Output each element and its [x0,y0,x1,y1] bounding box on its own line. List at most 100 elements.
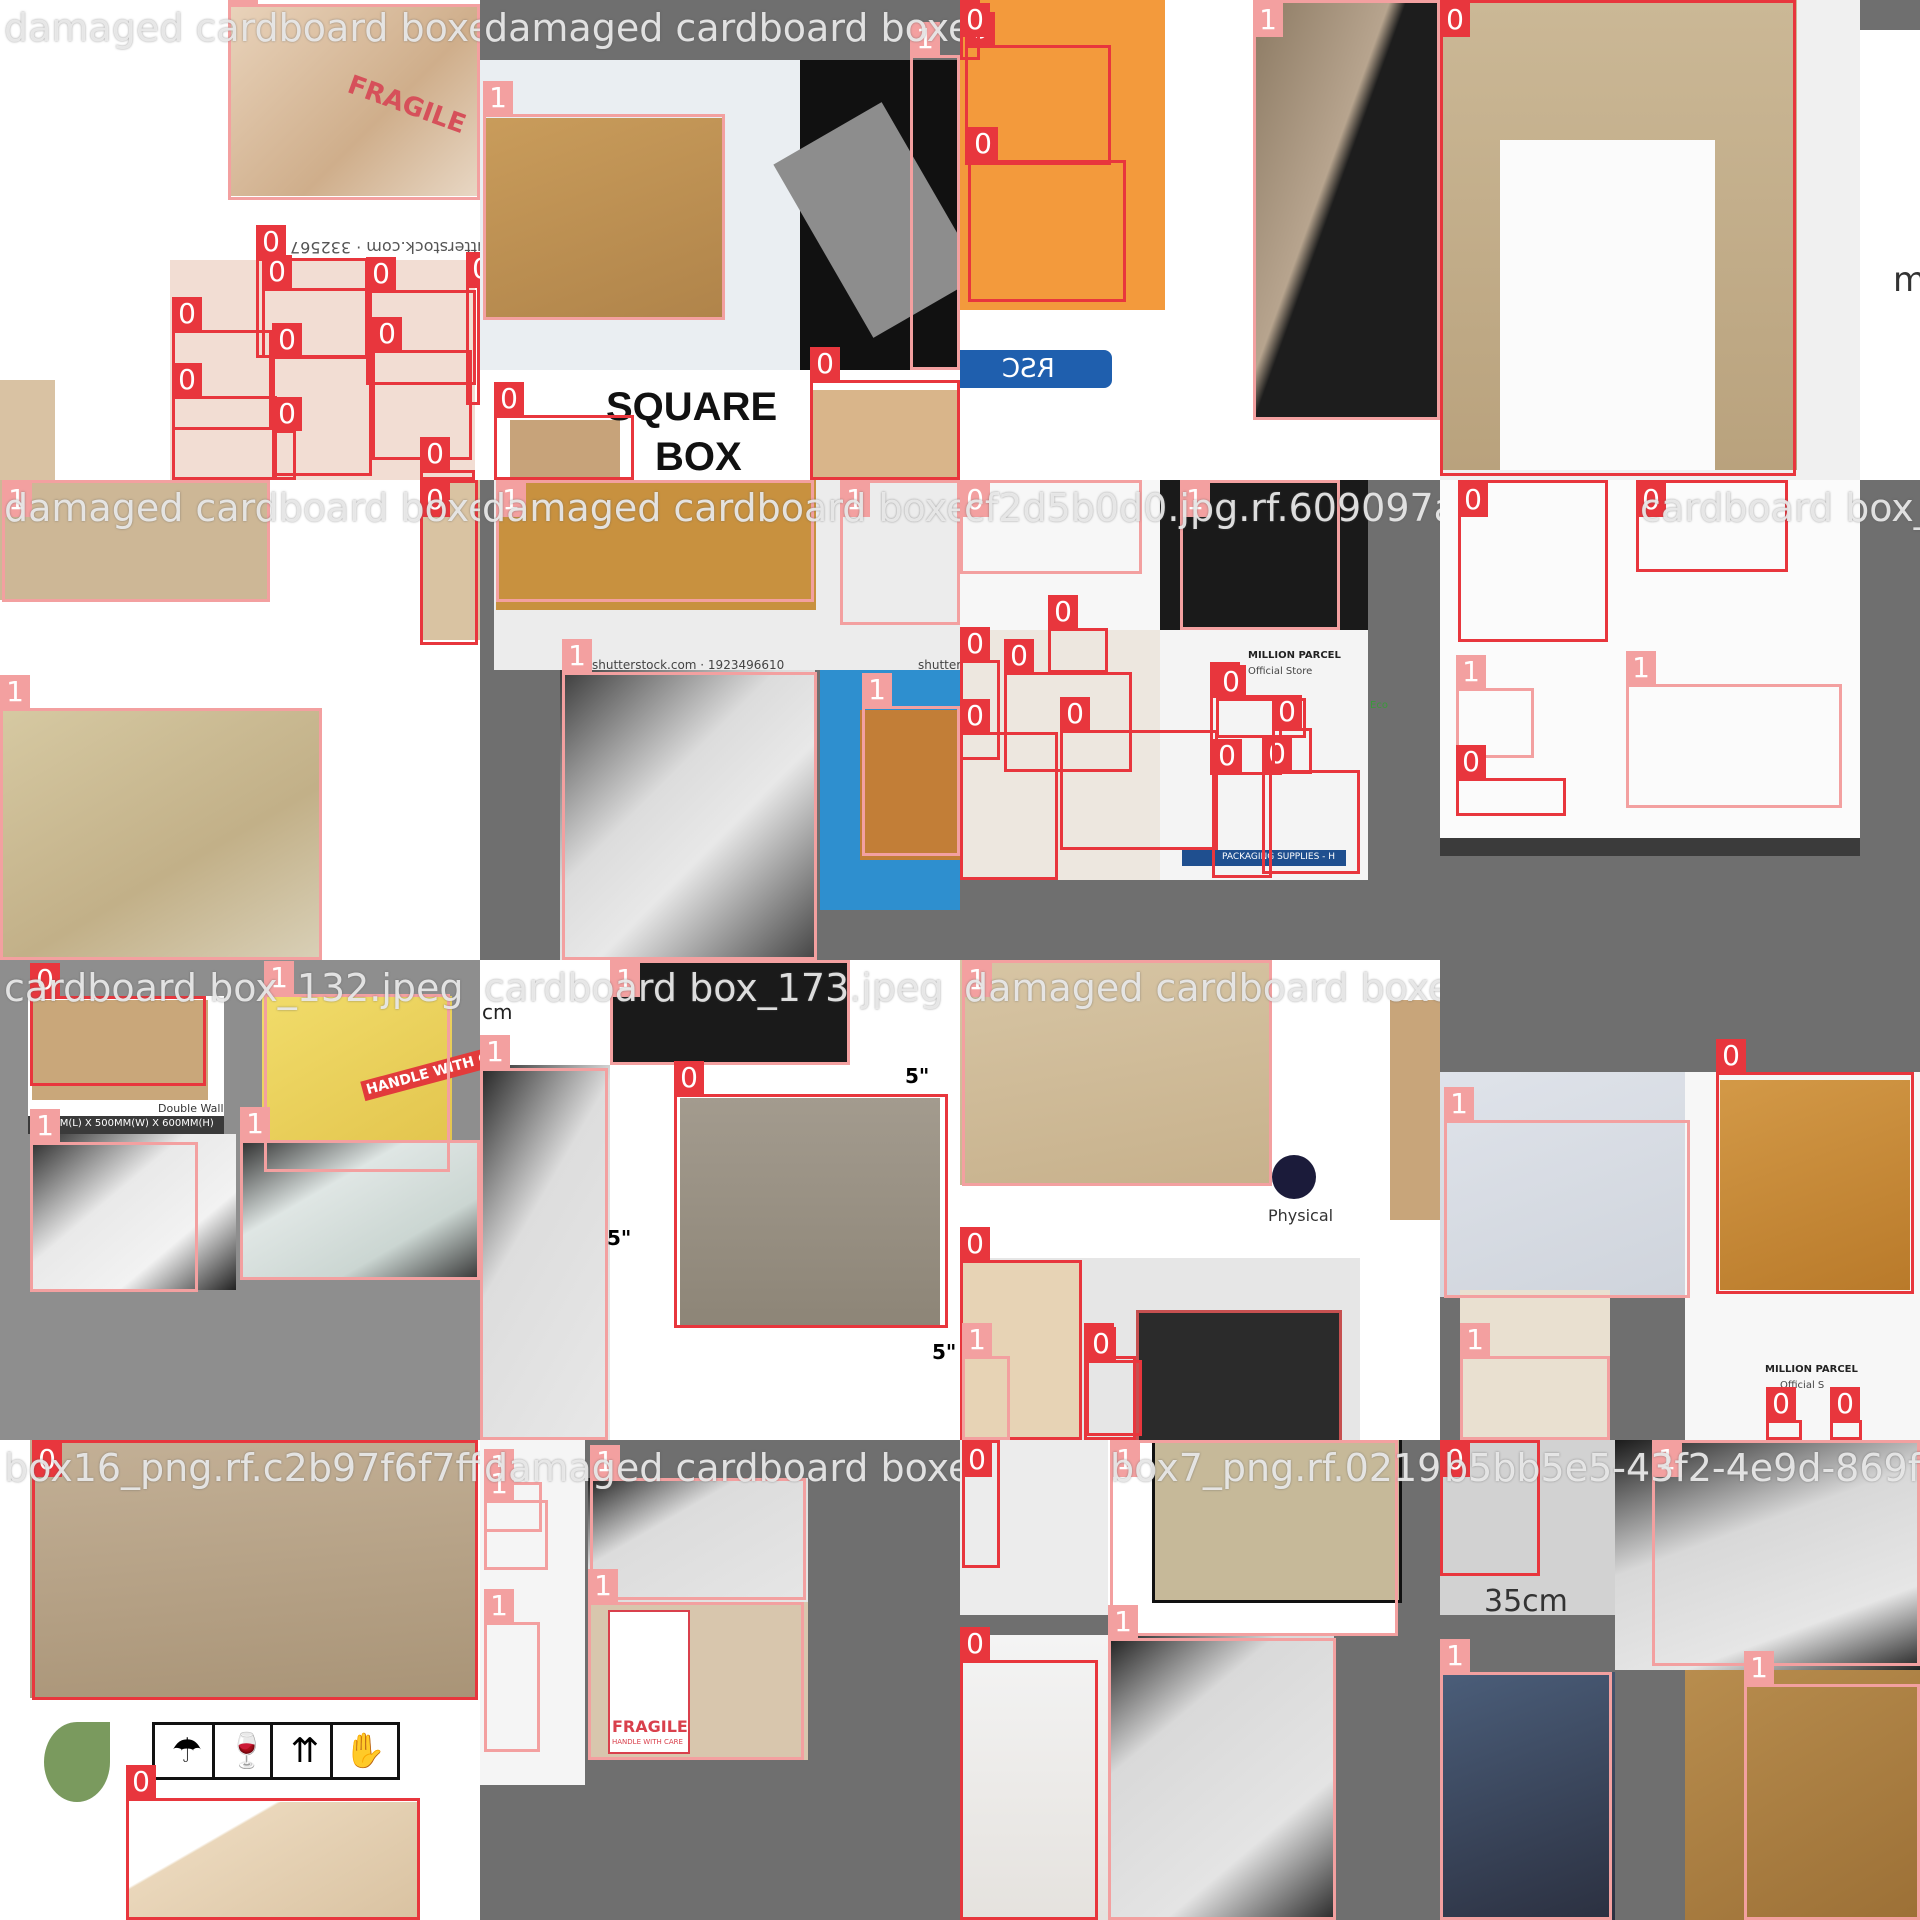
bbox-class-1: 1 [483,81,725,320]
bbox-class-1: 1 [1744,1651,1920,1920]
watermark-text: shutterst [918,658,960,672]
torn-box-photo [30,1134,236,1290]
bbox-class-1: 0 [960,480,1142,574]
grainy-box-photo [1255,0,1440,420]
bbox-class-1: 1 [1444,1087,1690,1298]
leaf-logo [44,1722,110,1802]
bbox-label: 0 [1830,1387,1860,1421]
bbox-label: 1 [480,1035,510,1069]
tile: RSC 0 0 0 1 [960,0,1440,480]
bbox-class-0: 0 [172,363,277,480]
gray-cube [680,1098,940,1326]
bbox-label: 1 [1626,651,1656,685]
c4d-logo [1272,1155,1316,1199]
bbox-class-1: 1 [1253,0,1440,420]
bbox-class-0: 0 [1048,595,1108,673]
barcode-box-photo [1440,1072,1685,1297]
bbox-class-0: 0 [420,437,475,480]
outline-box [1152,1440,1402,1603]
bbox-label: 1 [264,961,294,995]
bbox-class-0: 0 [960,699,1058,880]
official-store-text: Official S [1780,1380,1825,1391]
white-label [1500,140,1715,470]
bbox-label: 0 [1216,665,1246,699]
tile: FRAGILE shutterstock.com · 332567 1 0 0 … [0,0,480,480]
glass-icon: 🍷 [212,1722,282,1780]
bbox-class-1: 1 [228,0,480,200]
bbox-label: 1 [840,483,870,517]
million-parcel-text: MILLION PARCEL [1765,1364,1858,1375]
bbox-label: 0 [32,1443,62,1477]
supplies-text: PACKAGING SUPPLIES - H [1222,852,1336,862]
dim-right: 5" [932,1340,957,1364]
bbox-class-1: 1 [1456,655,1534,758]
bbox-label: 0 [494,382,524,416]
bbox-class-0: 0 [1766,1387,1802,1440]
bbox-class-0: 0 [1262,737,1360,874]
bbox-class-0: 0 [366,257,476,385]
gray-box-photo [588,1478,808,1603]
bbox-class-1: 1 [1108,1605,1336,1920]
dim-top: 5" [905,1064,930,1088]
bbox-class-0: 0 [30,963,206,1086]
bbox-class-0: 0 [1440,1440,1540,1576]
bbox-class-0: 0 [272,397,302,480]
bbox-class-1: 1 [480,1035,608,1440]
bbox-class-0: 0 [126,1765,420,1920]
tile: 35cm 0 1 1 1 b5bb5e5-43f2-4e9d-869f4e265… [1440,1440,1920,1920]
bbox-label: 0 [1636,483,1666,517]
tile: Double Wall 600MM(L) X 500MM(W) X 600MM(… [0,960,480,1440]
bbox-label: 1 [30,1109,60,1143]
bbox-class-0: 0 [420,480,478,645]
bottom-left-photo [960,1635,1108,1920]
bbox-class-1: 1 [590,1445,806,1600]
bbox-class-1: 1 [1652,1440,1920,1666]
bbox-class-0: 0 [32,1440,478,1700]
bbox-label: 0 [960,483,990,517]
bbox-label: 1 [588,1569,618,1603]
bbox-class-0: 0 [1060,697,1218,850]
bbox-class-0: 0 [960,0,990,60]
bbox-label: 1 [1444,1087,1474,1121]
bbox-label: 0 [466,252,480,286]
million-parcel-text: MILLION PARCEL [1248,650,1341,661]
barcode-box-photo [560,670,815,960]
bbox-label: 1 [1253,3,1283,37]
damaged-box [484,118,724,318]
bbox-label: 0 [1060,697,1090,731]
bbox-class-1: 1 [562,639,817,960]
bbox-class-1: 1 [240,1107,480,1280]
bbox-label: 1 [1440,1639,1470,1673]
bbox-label: 0 [1458,483,1488,517]
bbox-class-0: 0 [1716,1039,1914,1294]
bbox-class-0: 0 [466,252,480,405]
bbox-class-1: 1 [840,480,960,625]
bbox-label: 0 [810,347,840,381]
crumpled-fragile-box-photo [228,6,478,196]
bbox-label: 0 [674,1061,704,1095]
bbox-label: 1 [962,1323,992,1357]
bbox-class-0: 0 [494,382,634,480]
torn-box [496,480,816,610]
shipping-container [1136,1310,1342,1440]
small-box-photo [0,380,55,480]
35cm-label: 35cm [1484,1584,1568,1619]
square-label: SQUARE [606,385,778,429]
bbox-label: 1 [1460,1323,1490,1357]
taped-box-photo [240,1140,480,1280]
bbox-label: 1 [1110,1443,1140,1477]
official-store-text: Official Store [1248,666,1313,677]
bbox-label: 1 [1180,483,1210,517]
umbrella-icon: ☂ [152,1722,222,1780]
bbox-class-0: 0 [1636,480,1788,572]
bbox-class-1: 1 [496,480,814,602]
bbox-label: 0 [420,437,450,471]
bbox-label: 1 [1108,1605,1138,1639]
tile: 0 1 0 1 box7_png.rf.0219235287c8 [960,1440,1440,1920]
watermark-text: shutterstock.com · 332567 [290,238,480,257]
bbox-class-1: 1 [962,1323,1010,1440]
box-bottom-photo [128,1802,418,1920]
bbox-label: 1 [1744,1651,1774,1685]
